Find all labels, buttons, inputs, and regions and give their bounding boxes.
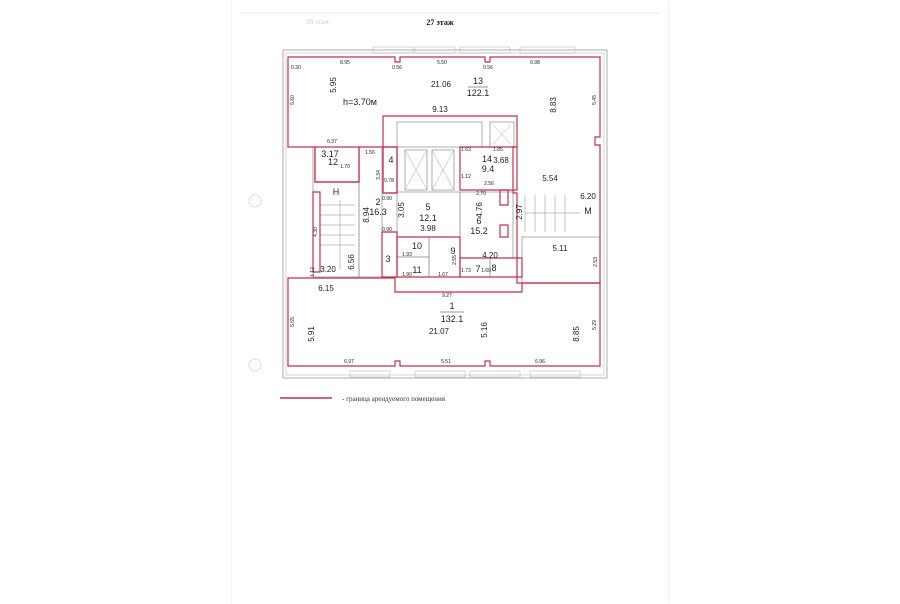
- room-12-boundary: [314, 146, 360, 183]
- room-4-number: 4: [388, 155, 393, 165]
- small-dim: 2.70: [476, 191, 486, 197]
- small-dim: 0.90: [382, 227, 392, 233]
- room-1-number: 1: [449, 301, 454, 311]
- small-dim: 2.55: [452, 255, 458, 265]
- room-1-boundary: [287, 277, 601, 367]
- room-14-boundary: [459, 146, 518, 191]
- shafts-boundary: [499, 189, 509, 238]
- small-dim: 0.56: [392, 65, 402, 71]
- dim: 8.94: [362, 207, 371, 223]
- windows: [349, 46, 581, 378]
- room-12-number: 12: [328, 157, 338, 167]
- dim: 3.68: [493, 156, 509, 165]
- dim: 3.05: [397, 202, 406, 218]
- dim: 5.91: [307, 326, 316, 342]
- room-6-number: 6: [476, 216, 481, 226]
- small-dim: 1.12: [310, 267, 316, 277]
- small-dim: 1.63: [461, 147, 471, 153]
- stair-h-boundary: [312, 191, 321, 273]
- ceiling-height: h=3.70м: [343, 97, 377, 107]
- dim: 21.06: [431, 80, 452, 89]
- small-dim: 0.78: [384, 178, 394, 184]
- small-dim: 0.30: [291, 65, 301, 71]
- dim: 5.54: [542, 174, 558, 183]
- room-12-area: 3.17: [321, 149, 339, 159]
- small-dim: 3.34: [376, 170, 382, 180]
- small-dim: 5.29: [592, 320, 598, 330]
- small-dim: 1.90: [402, 272, 412, 278]
- dim: 1.56: [365, 150, 375, 156]
- stair-h-label: Н: [333, 187, 340, 197]
- small-dim: 0.90: [382, 196, 392, 202]
- dim: 6.15: [318, 284, 334, 293]
- room-13-number: 13: [473, 76, 483, 86]
- dim: 21.07: [429, 327, 450, 336]
- document-page: [232, 0, 668, 604]
- building-outline: [282, 49, 608, 379]
- small-dim: 1.73: [461, 268, 471, 274]
- dim: 3.98: [420, 224, 436, 233]
- floor-title: 27 этаж: [426, 18, 453, 27]
- room-10-number: 10: [412, 241, 422, 251]
- small-dim: 5.50: [437, 60, 447, 66]
- dim: 1.70: [340, 164, 350, 170]
- room-7-number: 7: [475, 264, 480, 274]
- room-13-area: 122.1: [467, 88, 490, 98]
- punch-hole: [248, 358, 262, 372]
- room-5-number: 5: [425, 202, 430, 212]
- legend-text: - граница арендуемого помещения: [342, 395, 446, 403]
- dim: 5.16: [480, 322, 489, 338]
- small-dim: 8.95: [340, 60, 350, 66]
- room-5-area: 12.1: [419, 213, 437, 223]
- small-dim: 5.65: [290, 317, 296, 327]
- dim: 4.20: [482, 251, 498, 260]
- dim: 6.56: [347, 254, 356, 270]
- room-11-number: 11: [412, 265, 421, 275]
- small-dim: 6.96: [535, 359, 545, 365]
- small-dim: 5.60: [290, 95, 296, 105]
- room-4-boundary: [382, 146, 398, 194]
- dim: 8.85: [572, 326, 581, 342]
- small-dim: 6.97: [344, 359, 354, 365]
- room-14-number: 14: [482, 154, 492, 164]
- room-3-number: 3: [385, 254, 390, 264]
- rooms-7-8-boundary: [459, 257, 523, 278]
- dim: 5.95: [329, 77, 338, 93]
- small-dim: 2.56: [484, 181, 494, 187]
- room-1-area: 132.1: [441, 314, 464, 324]
- small-dim: 1.85: [493, 147, 503, 153]
- small-dim: 1.60: [481, 268, 491, 274]
- small-dim: 1.67: [438, 272, 448, 278]
- small-dim: 5.45: [592, 95, 598, 105]
- room-14-area: 9.4: [482, 164, 495, 174]
- small-dim: 6.98: [530, 60, 540, 66]
- rented-boundary: [287, 56, 601, 367]
- small-dim: 0.56: [483, 65, 493, 71]
- dim: 5.11: [553, 244, 569, 253]
- dim: 6.20: [580, 192, 596, 201]
- small-dim: 5.51: [441, 359, 451, 365]
- room-9-number: 9: [450, 246, 455, 256]
- room-2-number: 2: [375, 197, 380, 207]
- room-8-number: 8: [491, 263, 496, 273]
- dim: 3.20: [320, 265, 336, 274]
- small-dim: 2.53: [593, 257, 599, 267]
- dim: 6.37: [327, 139, 337, 145]
- punch-hole: [248, 194, 262, 208]
- room-2-area: 16.3: [369, 207, 387, 217]
- dim: 4.76: [475, 202, 484, 218]
- dim: 9.27: [442, 293, 452, 299]
- small-dim: 1.93: [402, 252, 412, 258]
- faint-title: 28 этаж: [306, 18, 329, 26]
- room-6-area: 15.2: [470, 226, 488, 236]
- small-dim: 4.30: [313, 227, 319, 237]
- dim: 2.97: [515, 204, 524, 220]
- dim: 9.13: [432, 105, 448, 114]
- stair-m-label: М: [584, 206, 592, 216]
- small-dim: 1.12: [461, 174, 471, 180]
- dim: 8.83: [549, 97, 558, 113]
